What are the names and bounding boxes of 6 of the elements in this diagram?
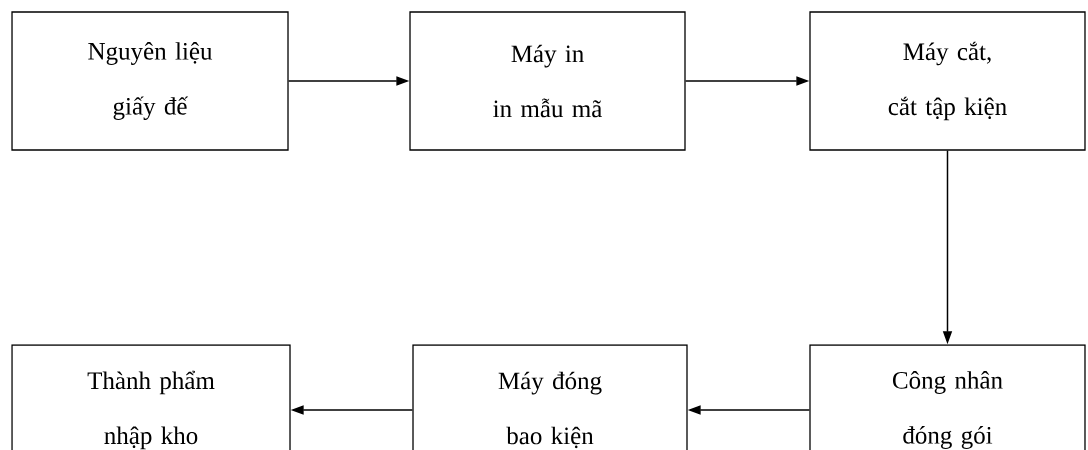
process-box: Máy cắt, cắt tập kiện: [809, 11, 1086, 151]
process-box: Thành phẩm nhập kho: [11, 344, 291, 450]
process-box: Công nhân đóng gói: [809, 344, 1086, 450]
process-box: Nguyên liệu giấy đế: [11, 11, 289, 151]
process-box: Máy đóng bao kiện: [412, 344, 688, 450]
process-box: Máy in in mẫu mã: [409, 11, 686, 151]
